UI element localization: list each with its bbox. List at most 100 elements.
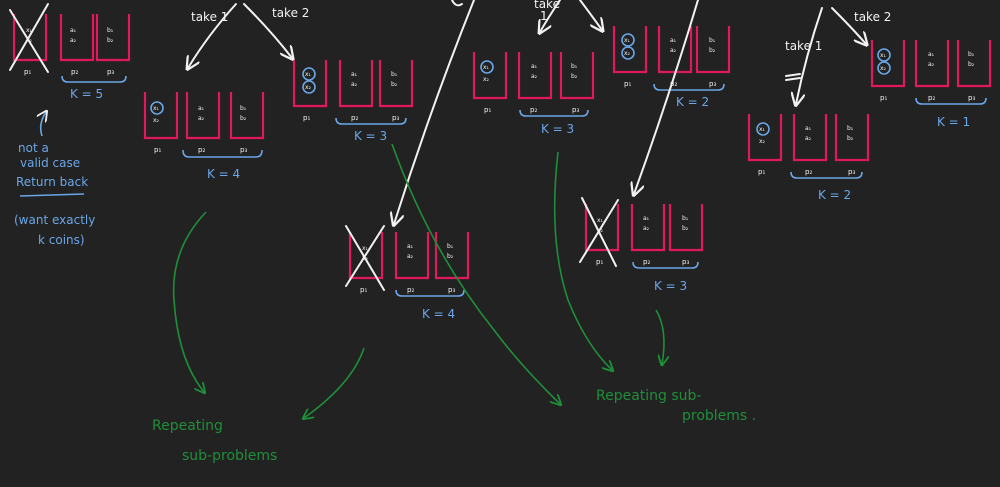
pile-1: x₁ x₂ p₁ [612, 26, 648, 88]
circled-coin [877, 48, 891, 62]
underline-mark [785, 77, 801, 81]
svg-text:k coins): k coins) [38, 233, 85, 247]
underline-mark [785, 73, 801, 77]
svg-text:b₂: b₂ [240, 115, 247, 122]
svg-text:a₁: a₁ [407, 243, 414, 250]
svg-text:p₃: p₃ [848, 168, 855, 176]
state-node-k3-c: x₁ x₂ p₁ a₁ a₂ p₂ b₁ b₂ p₃ K = 3 [579, 197, 704, 293]
circled-coin [302, 67, 316, 81]
svg-text:p₂: p₂ [928, 94, 935, 102]
svg-text:a₁: a₁ [351, 71, 358, 78]
svg-text:a₂: a₂ [70, 37, 77, 44]
svg-text:p₁: p₁ [484, 106, 491, 114]
brace [61, 75, 127, 83]
svg-text:p₁: p₁ [758, 168, 765, 176]
svg-text:b₂: b₂ [847, 135, 854, 142]
svg-text:x₁: x₁ [759, 126, 766, 133]
svg-text:b₂: b₂ [107, 37, 114, 44]
svg-text:p₃: p₃ [392, 114, 399, 122]
cross-line [345, 225, 385, 291]
svg-text:p₂: p₂ [530, 106, 537, 114]
svg-text:p₃: p₃ [709, 80, 716, 88]
k-label: K = 2 [676, 95, 709, 109]
svg-text:a₂: a₂ [531, 73, 538, 80]
svg-text:p₁: p₁ [624, 80, 631, 88]
svg-text:Return back: Return back [16, 175, 88, 189]
svg-text:b₂: b₂ [571, 73, 578, 80]
circled-coin [756, 122, 770, 136]
repeat-arrow-right-1 [553, 151, 612, 370]
k-label: K = 1 [937, 115, 970, 129]
svg-text:a₁: a₁ [805, 125, 812, 132]
cross-line [345, 225, 385, 287]
svg-text:b₂: b₂ [682, 225, 689, 232]
edge-mid-take-left [540, 0, 561, 32]
pile-3: b₁ b₂ p₃ [956, 40, 992, 102]
edge-left-take1 [188, 3, 237, 68]
pile-1-crossed: x₁ x₂ p₁ [579, 197, 620, 267]
svg-text:b₁: b₁ [107, 27, 114, 34]
k-label: K = 5 [70, 87, 103, 101]
svg-text:p₁: p₁ [24, 68, 31, 76]
pile-3: b₁ b₂ p₃ [229, 92, 265, 154]
brace [915, 97, 987, 105]
state-node-k4-mid: x₁ x₂ p₁ a₁ a₂ p₂ b₁ b₂ p₃ K = 4 [345, 225, 470, 321]
brace [632, 261, 699, 269]
k-label: K = 3 [654, 279, 687, 293]
svg-text:a₁: a₁ [928, 51, 935, 58]
brace [182, 149, 263, 158]
pile-1-crossed: x₁ x₂ p₁ [345, 225, 385, 294]
k-label: K = 3 [541, 122, 574, 136]
svg-text:p₁: p₁ [154, 146, 161, 154]
repeat-arrow-left-1 [172, 211, 206, 392]
edge-to-k3-c [634, 0, 699, 194]
circled-coin [480, 60, 494, 74]
repeating-left-line1: Repeating [152, 418, 223, 434]
svg-text:a₂: a₂ [351, 81, 358, 88]
k-label: K = 3 [354, 129, 387, 143]
repeating-right-line2: problems . [682, 408, 756, 424]
svg-text:p₃: p₃ [107, 68, 114, 76]
svg-text:x₂: x₂ [305, 84, 312, 91]
svg-text:a₁: a₁ [670, 37, 677, 44]
state-node-k3-b: x₁ x₂ p₁ a₁ a₂ p₂ b₁ b₂ p₃ K = 3 [472, 52, 595, 136]
svg-text:x₂: x₂ [880, 65, 887, 72]
svg-text:valid case: valid case [20, 156, 80, 170]
svg-text:x₁: x₁ [362, 245, 369, 252]
svg-text:a₂: a₂ [805, 135, 812, 142]
edge-left-take2 [243, 3, 292, 58]
svg-text:x₁: x₁ [305, 71, 312, 78]
repeat-arrow-right-2 [655, 309, 664, 364]
svg-text:p₂: p₂ [351, 114, 358, 122]
take-partial-label: take [534, 0, 560, 11]
svg-text:b₂: b₂ [968, 61, 975, 68]
circled-coin [877, 61, 891, 75]
svg-text:a₁: a₁ [531, 63, 538, 70]
k-label: K = 4 [207, 167, 240, 181]
svg-text:a₁: a₁ [198, 105, 205, 112]
svg-text:p₂: p₂ [198, 146, 205, 154]
svg-text:x₁: x₁ [26, 27, 33, 34]
take-digit-label: 1 [540, 9, 548, 23]
svg-text:a₂: a₂ [198, 115, 205, 122]
state-node-k3-a: x₁ x₂ p₁ a₁ a₂ p₂ b₁ b₂ p₃ K = 3 [292, 60, 414, 143]
pile-3: b₁ b₂ p₃ [434, 232, 470, 294]
repeat-arrow-mid [391, 143, 560, 404]
pile-2: a₁ a₂ p₂ [792, 114, 828, 176]
svg-text:p₁: p₁ [360, 286, 367, 294]
pile-2: a₁ a₂ p₂ [185, 92, 221, 154]
cross-line [9, 9, 49, 73]
take1-right-label: take 1 [785, 39, 822, 53]
pile-1: x₁ x₂ p₁ [292, 60, 328, 122]
pile-2: a₁ a₂ p₂ [59, 14, 95, 76]
svg-text:b₁: b₁ [571, 63, 578, 70]
svg-text:x₁: x₁ [624, 37, 631, 44]
edge-mid-take-right [579, 0, 602, 30]
take2-label: take 2 [272, 6, 309, 20]
svg-text:b₁: b₁ [847, 125, 854, 132]
svg-text:p₃: p₃ [968, 94, 975, 102]
svg-text:b₁: b₁ [682, 215, 689, 222]
svg-text:p₃: p₃ [240, 146, 247, 154]
pile-3: b₁ b₂ p₃ [378, 60, 414, 122]
svg-text:(want exactly: (want exactly [14, 213, 95, 227]
